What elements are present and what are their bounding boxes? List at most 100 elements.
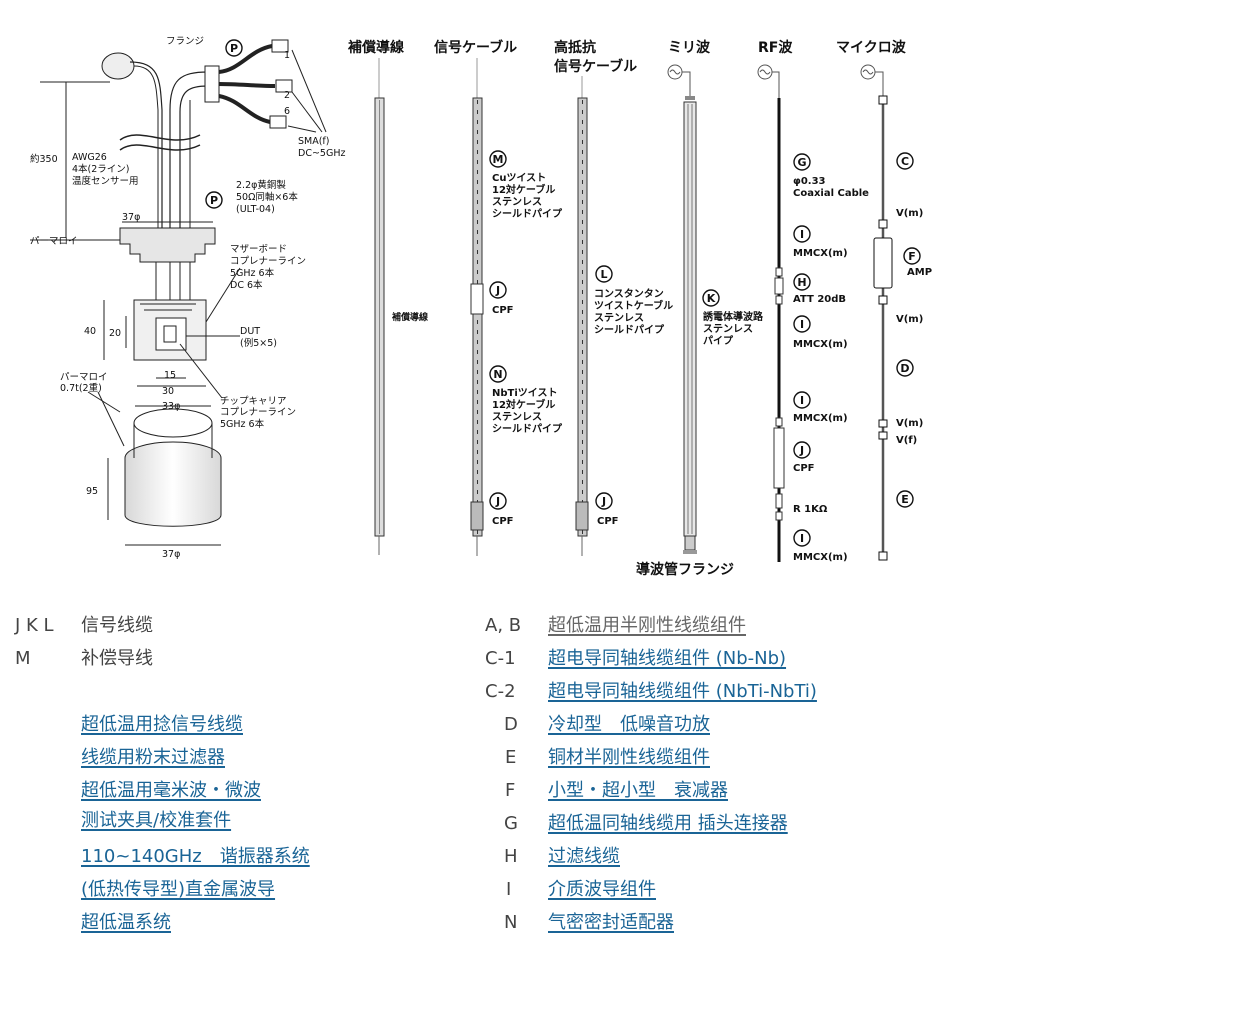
legend-code: N [504,912,518,933]
link-mmwave-test-fixture[interactable]: 超低温用毫米波・微波 [81,780,261,801]
svg-text:導波管フランジ: 導波管フランジ [636,561,734,578]
svg-text:DC~5GHz: DC~5GHz [298,148,345,159]
svg-text:約350: 約350 [30,153,58,165]
signal-source-icon [860,64,876,80]
svg-text:6: 6 [284,106,290,117]
svg-text:50Ω同軸×6本: 50Ω同軸×6本 [236,191,298,203]
svg-text:MMCX(m): MMCX(m) [793,413,848,424]
link-powder-filter[interactable]: 线缆用粉末过滤器 [81,747,225,768]
link-cryogenic-system[interactable]: 超低温系统 [81,912,171,933]
svg-text:I: I [800,394,804,407]
svg-text:シールドパイプ: シールドパイプ [492,422,563,435]
svg-text:ステンレス: ステンレス [492,411,542,423]
svg-text:NbTiツイスト: NbTiツイスト [492,387,557,399]
legend-code: M [15,648,31,669]
svg-text:CPF: CPF [793,463,815,474]
svg-text:CPF: CPF [492,305,514,316]
link-filter-cable[interactable]: 过滤线缆 [548,846,620,867]
svg-text:ステンレス: ステンレス [594,312,644,324]
link-plug-connector[interactable]: 超低温同轴线缆用 插头连接器 [548,813,788,834]
svg-text:15: 15 [164,370,176,381]
link-hermetic-adapter[interactable]: 气密密封适配器 [548,912,674,933]
svg-text:V(m): V(m) [896,208,923,219]
svg-text:J: J [495,284,500,297]
legend-text: 补偿导线 [81,648,153,669]
link-cryo-lna[interactable]: 冷却型 低噪音功放 [548,714,710,735]
svg-text:95: 95 [86,486,98,497]
column-signal-cable: 信号ケーブル M Cuツイスト 12対ケーブル ステンレス シールドパイプ J … [434,39,563,556]
svg-text:2: 2 [284,90,290,101]
legend-code: J K L [15,615,54,636]
link-twisted-signal-cable[interactable]: 超低温用捻信号线缆 [81,714,243,735]
legend-code: C-1 [485,648,516,669]
flange [204,65,220,103]
svg-text:補償導線: 補償導線 [347,39,404,56]
svg-text:信号ケーブル: 信号ケーブル [434,39,517,56]
svg-text:M: M [493,153,504,166]
svg-text:マザーボード: マザーボード [230,244,287,255]
svg-text:フランジ: フランジ [166,36,204,47]
svg-text:I: I [800,532,804,545]
svg-text:信号ケーブル: 信号ケーブル [554,58,637,75]
svg-text:ミリ波: ミリ波 [668,39,711,56]
svg-text:12対ケーブル: 12対ケーブル [492,183,555,196]
svg-text:SMA(f): SMA(f) [298,136,329,147]
column-microwave: マイクロ波 C V(m) F AMP V(m) D V(m) V(f) E [836,39,932,561]
svg-text:E: E [901,493,909,506]
probe-labels: フランジ 1 2 6 SMA(f) DC~5GHz 約350 AWG26 4本(… [30,36,345,560]
svg-text:I: I [800,228,804,241]
column-compensating-lead: 補償導線 補償導線 [347,39,428,555]
legend-code: D [504,714,518,735]
link-calibration-kit[interactable]: 测试夹具/校准套件 [81,810,232,831]
svg-text:ステンレス: ステンレス [492,196,542,208]
svg-text:H: H [797,276,806,289]
svg-text:コプレナーライン: コプレナーライン [230,256,306,267]
svg-text:37φ: 37φ [122,212,140,223]
svg-text:DUT: DUT [240,326,260,337]
svg-text:40: 40 [84,326,96,337]
svg-text:12対ケーブル: 12対ケーブル [492,398,555,411]
svg-text:MMCX(m): MMCX(m) [793,339,848,350]
column-millimeter-wave: ミリ波 K 誘電体導波路 ステンレス パイプ 導波管フランジ [636,39,764,578]
legend-code: C-2 [485,681,516,702]
svg-text:P: P [210,194,218,207]
svg-text:マイクロ波: マイクロ波 [836,39,907,56]
link-semi-rigid-cable[interactable]: 超低温用半刚性线缆组件 [548,615,746,636]
svg-text:V(m): V(m) [896,314,923,325]
svg-text:V(f): V(f) [896,435,917,446]
svg-text:RF波: RF波 [758,39,793,56]
svg-text:J: J [495,495,500,508]
svg-text:V(m): V(m) [896,418,923,429]
svg-text:パイプ: パイプ [703,334,734,347]
signal-source-icon [667,64,683,80]
cryogenic-cable-diagram: P P フランジ 1 2 6 SMA(f) DC~5GHz 約350 AWG26… [30,36,932,578]
link-metal-waveguide[interactable]: (低热传导型)直金属波导 [81,879,276,900]
svg-text:高抵抗: 高抵抗 [554,39,596,56]
marker-p-mid: P [205,191,223,209]
svg-text:N: N [493,368,502,381]
sensor-head [101,52,135,80]
svg-text:4本(2ライン): 4本(2ライン) [72,163,130,175]
svg-text:J: J [799,444,804,457]
svg-text:ツイストケーブル: ツイストケーブル [594,299,673,312]
legend-code: I [506,879,512,900]
svg-text:37φ: 37φ [162,549,180,560]
svg-text:温度センサー用: 温度センサー用 [72,175,139,187]
link-resonator-system[interactable]: 110~140GHz 谐振器系统 [81,846,310,867]
svg-text:20: 20 [109,328,121,339]
link-attenuator[interactable]: 小型・超小型 衰减器 [548,780,728,801]
link-dielectric-waveguide[interactable]: 介质波导组件 [548,879,656,900]
link-copper-semi-rigid[interactable]: 铜材半刚性线缆组件 [548,747,710,768]
legend-code: A, B [485,615,522,636]
svg-text:コンスタンタン: コンスタンタン [594,288,664,300]
svg-text:Coaxial Cable: Coaxial Cable [793,188,869,199]
svg-text:I: I [800,318,804,331]
link-sc-coax-nbti[interactable]: 超电导同轴线缆组件 (NbTi-NbTi) [548,681,817,702]
svg-text:2.2φ黄銅製: 2.2φ黄銅製 [236,179,286,191]
svg-text:(ULT-04): (ULT-04) [236,204,275,215]
signal-source-icon [757,64,773,80]
svg-text:30: 30 [162,386,174,397]
link-sc-coax-nb[interactable]: 超电导同轴线缆组件 (Nb-Nb) [548,648,787,669]
svg-text:CPF: CPF [597,516,619,527]
marker-p-top: P [225,39,243,57]
